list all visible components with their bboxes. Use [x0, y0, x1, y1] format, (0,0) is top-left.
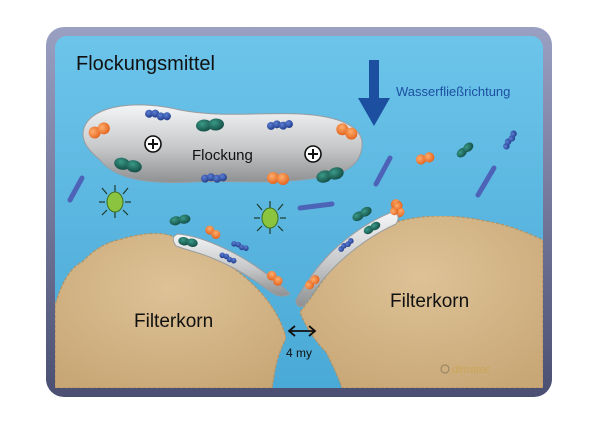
bacterium-icon: [99, 185, 131, 218]
filter-grain-right-label: Filterkorn: [390, 291, 469, 312]
title-label: Flockungsmittel: [76, 53, 215, 75]
floc-coating-right: [295, 211, 399, 308]
rod-particles: [67, 155, 497, 211]
bacterium-icon: [254, 201, 286, 234]
filter-grain-left-label: Filterkorn: [134, 311, 213, 332]
filter-grain-right: [299, 215, 544, 389]
positive-charge-icon: [304, 145, 322, 163]
floc-label: Flockung: [192, 147, 253, 164]
watermark-text: dimatec: [452, 364, 491, 376]
flow-direction-label: Wasserfließrichtung: [396, 84, 510, 99]
floc-coating-left: [172, 233, 291, 297]
flow-direction-arrow-icon: [358, 60, 390, 126]
gap-double-arrow-icon: [287, 325, 317, 337]
gap-size-label: 4 my: [286, 346, 312, 360]
watermark-logo: dimatec: [440, 364, 491, 376]
floc-aggregate: [82, 104, 363, 183]
filter-grain-left: [54, 232, 287, 389]
positive-charge-icon: [144, 135, 162, 153]
